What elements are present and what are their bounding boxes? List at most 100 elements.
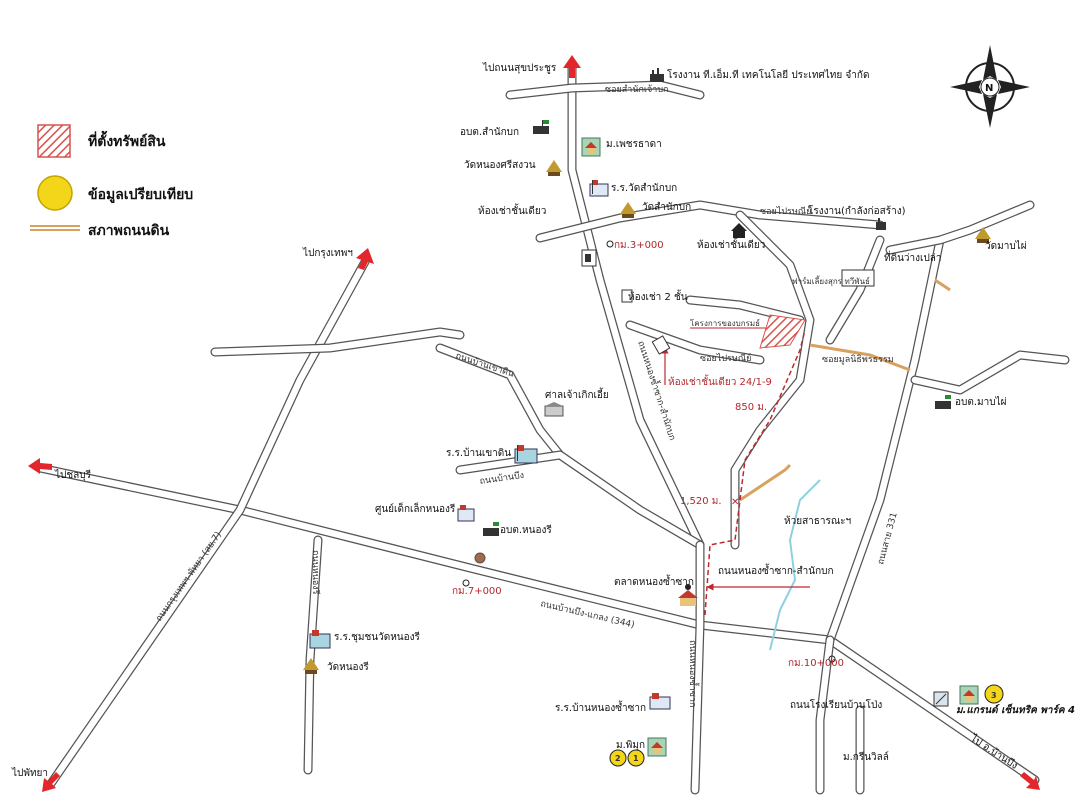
factory-icon <box>876 218 886 230</box>
factory-icon <box>650 68 664 82</box>
arrow-pattaya-icon <box>42 772 60 792</box>
stream <box>769 479 821 651</box>
place-label: ม.เพชรธาดา <box>606 139 662 150</box>
legend-comparable-label: ข้อมูลเปรียบเทียบ <box>88 187 193 203</box>
market-icon <box>678 584 698 606</box>
farm-building <box>841 269 875 287</box>
direction-label: ไปชลบุรี <box>54 469 92 481</box>
road-label: ถนนบ้านบึง <box>479 470 525 487</box>
place-label: ห้องเช่าชั้นเดียว <box>478 203 546 217</box>
comparable-marker[interactable] <box>984 684 1004 704</box>
landmark-icon <box>474 552 486 564</box>
road-label: ถนนสาย 331 <box>876 511 900 565</box>
legend-property-label: ที่ตั้งทรัพย์สิน <box>88 130 166 150</box>
place-label: ม.แกรนด์ เซ็นทริค พาร์ค 4 <box>956 703 1075 716</box>
svg-text:N: N <box>985 83 993 94</box>
fuel-station-icon <box>581 249 597 267</box>
route-to-property <box>704 329 806 616</box>
temple-icon <box>975 227 991 243</box>
road-label: ซอยมูลนิธิพรธรรม <box>822 354 894 365</box>
comparable-marker[interactable] <box>609 749 627 767</box>
svg-text:1: 1 <box>633 754 639 763</box>
shrine-icon <box>544 402 564 417</box>
school-icon <box>649 693 671 710</box>
road-label: ถนนหนองซ้ำซาก-สำนักบก <box>718 563 834 577</box>
road-label: ถนนโรงเรียนบ้านโป่ง <box>790 698 882 711</box>
svg-text:3: 3 <box>991 691 997 700</box>
village-icon <box>581 137 601 157</box>
direction-label: ไปพัทยา <box>11 767 48 779</box>
place-label: โครงการของบกรมธ์ <box>690 318 760 328</box>
map-icons: ✕ <box>303 68 991 757</box>
school-icon <box>309 630 331 649</box>
place-label: วัดหนองศรีสงวน <box>464 159 536 171</box>
km-marker-icon <box>606 240 614 248</box>
place-label: ร.ร.บ้านหนองซ้ำซาก <box>555 700 646 714</box>
office-icon <box>483 522 499 536</box>
svg-text:2: 2 <box>615 754 621 763</box>
place-label: ร.ร.วัดสำนักบก <box>611 183 677 194</box>
direction-label: ไปถนนสุขประชูร <box>482 62 557 74</box>
road-label: ถนนหนองรี <box>310 550 321 595</box>
landmark-icon <box>933 691 949 707</box>
direction-arrows <box>28 55 1040 792</box>
place-label: วัดสำนักบก <box>642 202 691 213</box>
rental-building <box>651 335 671 355</box>
place-label: วัดหนองรี <box>327 661 369 673</box>
svg-text:✕: ✕ <box>731 497 739 508</box>
place-label: ม.พิมุก <box>616 740 645 751</box>
place-label: กม.7+000 <box>452 586 502 597</box>
arrow-bangkok-icon <box>356 248 374 270</box>
legend-property-swatch <box>37 124 71 158</box>
village-icon <box>647 737 667 757</box>
place-label: ร.ร.ชุมชนวัดหนองรี <box>334 631 421 643</box>
place-label: ห้วยสาธารณะฯ <box>784 515 851 527</box>
school-icon <box>457 505 475 522</box>
place-labels: โรงงาน ที.เอ็ม.ที เทคโนโลยี ประเทศไทย จำ… <box>327 67 1075 763</box>
place-label: อบต.หนองรี <box>500 524 552 536</box>
legend-dirt-road-label: สภาพถนนดิน <box>88 223 170 239</box>
road-label: ถนนหนองซ้ำซาก <box>687 640 700 707</box>
place-label: อบต.สำนักบก <box>460 127 519 138</box>
arrow-banbueng-icon <box>1020 772 1040 790</box>
temple-icon <box>303 658 319 674</box>
road-label: ซอยไปรษณีย์ <box>760 205 811 217</box>
place-label: วัดมาบไผ่ <box>985 240 1027 252</box>
place-label: ศูนย์เด็กเล็กหนองรี <box>375 501 456 515</box>
office-icon <box>533 120 549 134</box>
comparables: 3 2 1 <box>609 684 1004 767</box>
place-label: โรงงาน(กำลังก่อสร้าง) <box>808 204 906 217</box>
road-label: ถนนกรุงเทพฯ-พัทยา (สย.7) <box>154 530 224 623</box>
arrow-north-icon <box>563 55 581 78</box>
school-icon <box>514 445 538 464</box>
compass-icon: N <box>950 45 1030 128</box>
place-label: 1,520 ม. <box>680 496 722 507</box>
km-marker-icon <box>462 579 470 587</box>
house-icon <box>731 223 747 238</box>
place-label: ห้องเช่าชั้นเดียว <box>697 237 765 251</box>
road-label: ซอยสำนักเจ้าบก <box>605 84 669 95</box>
temple-icon <box>620 202 636 218</box>
place-label: ม.กรีนวิลล์ <box>843 751 889 763</box>
legend: ที่ตั้งทรัพย์สิน ข้อมูลเปรียบเทียบ สภาพถ… <box>30 124 193 239</box>
road-label: ซอยไปรษณีย์ <box>700 352 751 364</box>
rental-building <box>621 289 633 303</box>
property-location[interactable] <box>759 314 806 349</box>
road-network <box>35 60 1070 795</box>
office-icon <box>935 395 951 409</box>
place-label: ร.ร.บ้านเขาดิน <box>446 447 511 459</box>
place-label: กม.10+000 <box>788 658 844 669</box>
arrow-chonburi-icon <box>28 458 52 474</box>
place-label: 850 ม. <box>735 402 767 413</box>
place-label: กม.3+000 <box>614 240 664 251</box>
comparable-marker[interactable] <box>627 749 645 767</box>
place-label: โรงงาน ที.เอ็ม.ที เทคโนโลยี ประเทศไทย จำ… <box>667 67 869 81</box>
place-label: ห้องเช่า 2 ชั้น <box>628 289 688 303</box>
village-icon <box>959 685 979 705</box>
direction-label: ไป อ.บ้านบึง <box>968 732 1021 772</box>
place-label: ฟาร์มเลี้ยงสุกร ทวีพันธ์ <box>792 275 870 286</box>
km-marker-icon <box>828 655 836 663</box>
place-label: ศาลเจ้าเกิกเอี้ย <box>545 387 609 401</box>
legend-comparable-swatch <box>37 175 73 211</box>
